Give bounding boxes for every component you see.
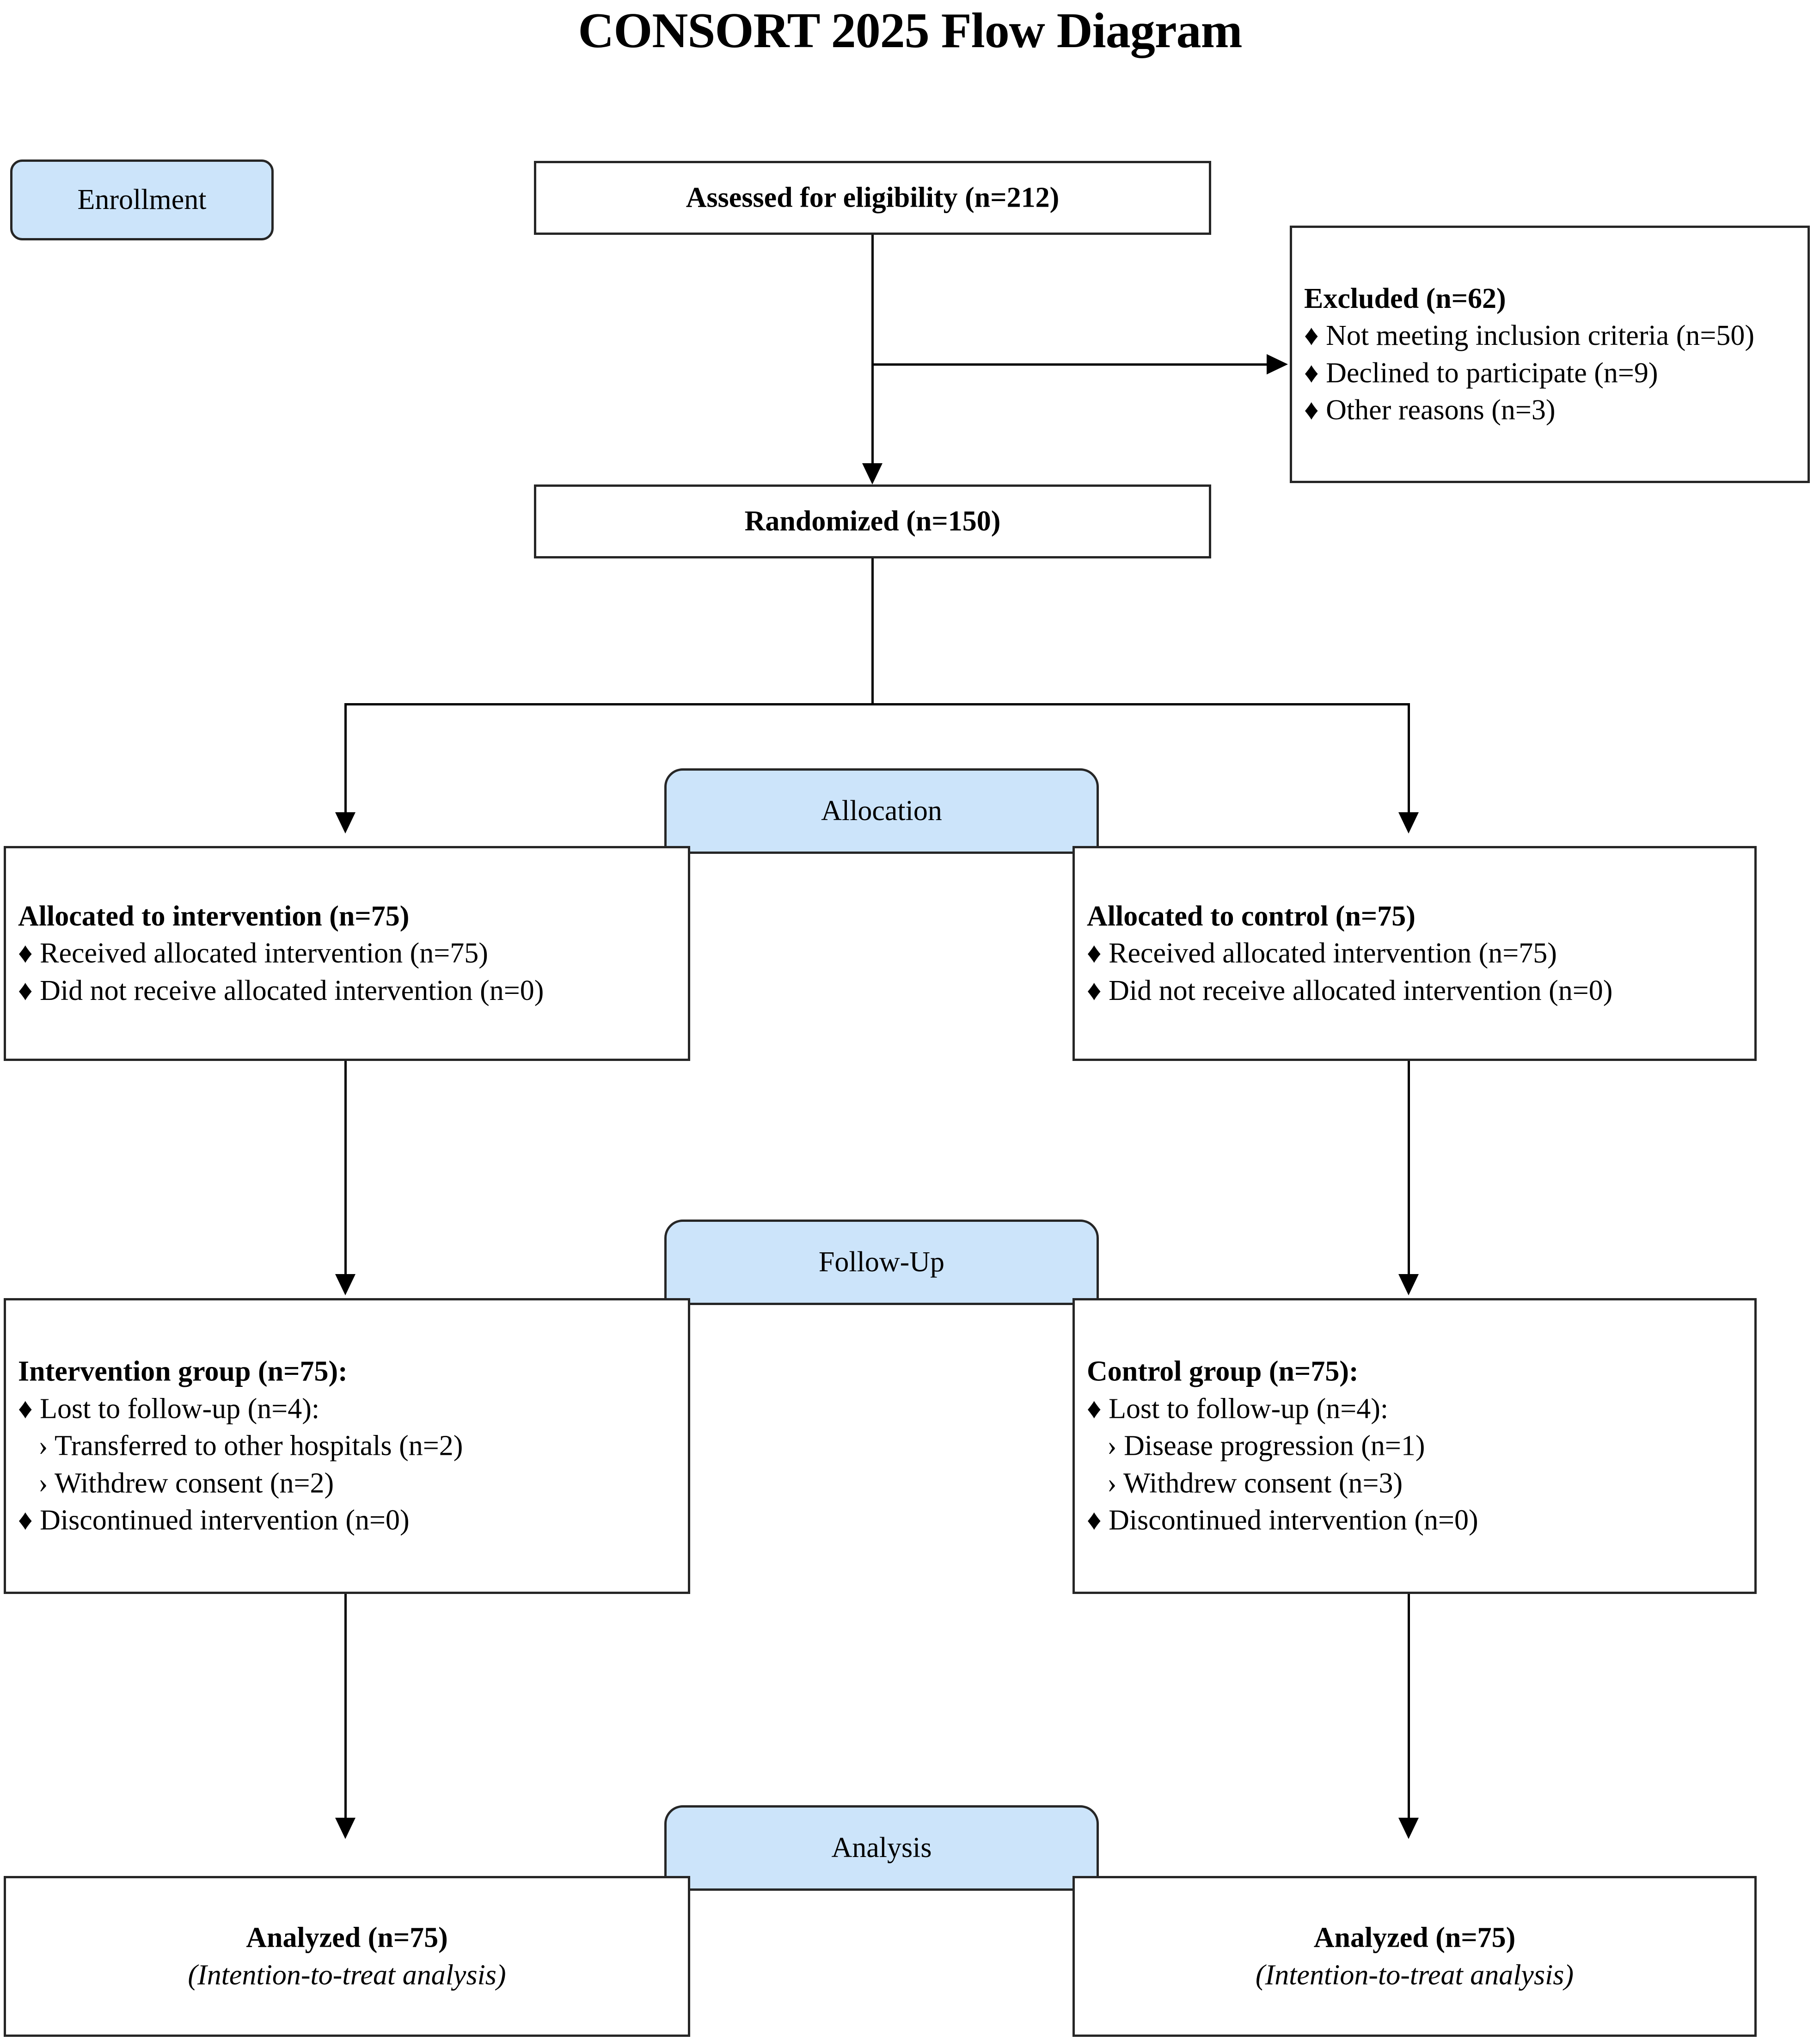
arrow-to-excluded <box>1267 354 1288 374</box>
box-excluded: Excluded (n=62) ♦ Not meeting inclusion … <box>1290 226 1810 483</box>
allocated-right-item: ♦ Did not receive allocated intervention… <box>1087 972 1742 1010</box>
followup-left-lost: ♦ Lost to follow-up (n=4): <box>18 1390 676 1428</box>
connector-followup-right-to-analysis <box>1408 1594 1410 1820</box>
followup-left-lost-reason: › Withdrew consent (n=2) <box>18 1465 676 1502</box>
allocated-left-item: ♦ Received allocated intervention (n=75) <box>18 935 676 972</box>
bullet-icon: ♦ <box>1087 1393 1102 1425</box>
subbullet-icon: › <box>1107 1467 1117 1499</box>
stage-label-followup-text: Follow-Up <box>818 1246 945 1278</box>
excluded-header: Excluded (n=62) <box>1304 282 1506 314</box>
arrow-followup-left-to-analysis <box>335 1818 355 1839</box>
allocated-right-item-text: Did not receive allocated intervention (… <box>1109 975 1613 1006</box>
box-assessed-for-eligibility: Assessed for eligibility (n=212) <box>534 161 1211 235</box>
assessed-label: Assessed for eligibility (n=212) <box>686 182 1060 214</box>
excluded-item: ♦ Not meeting inclusion criteria (n=50) <box>1304 317 1795 355</box>
followup-right-lost-reason: › Disease progression (n=1) <box>1087 1428 1742 1465</box>
followup-right-lost-reason-text: Disease progression (n=1) <box>1124 1430 1425 1462</box>
connector-followup-left-to-analysis <box>344 1594 347 1820</box>
arrow-followup-right-to-analysis <box>1398 1818 1419 1839</box>
followup-left-lost-reason: › Transferred to other hospitals (n=2) <box>18 1428 676 1465</box>
box-allocated-intervention: Allocated to intervention (n=75) ♦ Recei… <box>4 846 690 1061</box>
allocated-left-item: ♦ Did not receive allocated intervention… <box>18 972 676 1010</box>
stage-label-enrollment-text: Enrollment <box>77 184 207 215</box>
followup-left-lost-reason-text: Transferred to other hospitals (n=2) <box>55 1430 463 1462</box>
connector-allocation-left-to-followup <box>344 1061 347 1276</box>
analyzed-right-note: (Intention-to-treat analysis) <box>1255 1959 1574 1991</box>
bullet-icon: ♦ <box>18 1504 33 1536</box>
excluded-item: ♦ Other reasons (n=3) <box>1304 392 1795 429</box>
followup-right-lost-reason-text: Withdrew consent (n=3) <box>1123 1467 1403 1499</box>
followup-right-lost: ♦ Lost to follow-up (n=4): <box>1087 1390 1742 1428</box>
followup-right-discontinued: ♦ Discontinued intervention (n=0) <box>1087 1502 1742 1539</box>
bullet-icon: ♦ <box>1087 1504 1102 1536</box>
connector-randomized-left-drop <box>344 703 347 814</box>
excluded-item-text: Not meeting inclusion criteria (n=50) <box>1326 319 1754 351</box>
subbullet-icon: › <box>1107 1430 1117 1462</box>
excluded-item-text: Other reasons (n=3) <box>1326 394 1556 426</box>
stage-label-followup: Follow-Up <box>664 1220 1099 1305</box>
stage-label-allocation-text: Allocation <box>821 795 942 827</box>
analyzed-right-header: Analyzed (n=75) <box>1313 1922 1516 1954</box>
followup-left-discontinued: ♦ Discontinued intervention (n=0) <box>18 1502 676 1539</box>
stage-label-allocation: Allocation <box>664 768 1099 854</box>
allocated-right-item-text: Received allocated intervention (n=75) <box>1109 938 1557 969</box>
arrow-to-allocation-right <box>1398 812 1419 834</box>
stage-label-enrollment: Enrollment <box>10 159 274 240</box>
allocated-left-item-text: Did not receive allocated intervention (… <box>40 975 544 1006</box>
connector-randomized-trunk <box>871 558 874 705</box>
bullet-icon: ♦ <box>18 975 33 1006</box>
box-analyzed-control: Analyzed (n=75) (Intention-to-treat anal… <box>1072 1876 1757 2037</box>
connector-to-excluded <box>871 363 1269 366</box>
connector-randomized-right-drop <box>1408 703 1410 814</box>
box-randomized: Randomized (n=150) <box>534 484 1211 558</box>
followup-left-discontinued-text: Discontinued intervention (n=0) <box>40 1504 410 1536</box>
connector-allocation-right-to-followup <box>1408 1061 1410 1276</box>
box-followup-intervention: Intervention group (n=75): ♦ Lost to fol… <box>4 1298 690 1594</box>
analyzed-left-note: (Intention-to-treat analysis) <box>188 1959 506 1991</box>
allocated-left-header: Allocated to intervention (n=75) <box>18 900 410 932</box>
analyzed-left-header: Analyzed (n=75) <box>246 1922 448 1954</box>
stage-label-analysis-text: Analysis <box>831 1832 932 1863</box>
bullet-icon: ♦ <box>1087 975 1102 1006</box>
followup-right-header: Control group (n=75): <box>1087 1355 1359 1387</box>
followup-left-lost-text: Lost to follow-up (n=4): <box>40 1393 320 1425</box>
page-title: CONSORT 2025 Flow Diagram <box>578 3 1242 58</box>
bullet-icon: ♦ <box>1087 938 1102 969</box>
box-allocated-control: Allocated to control (n=75) ♦ Received a… <box>1072 846 1757 1061</box>
excluded-item-text: Declined to participate (n=9) <box>1326 357 1658 389</box>
arrow-allocation-right-to-followup <box>1398 1274 1419 1295</box>
bullet-icon: ♦ <box>1304 394 1319 426</box>
followup-left-lost-reason-text: Withdrew consent (n=2) <box>55 1467 334 1499</box>
bullet-icon: ♦ <box>18 1393 33 1425</box>
allocated-right-header: Allocated to control (n=75) <box>1087 900 1416 932</box>
excluded-item: ♦ Declined to participate (n=9) <box>1304 355 1795 392</box>
stage-label-analysis: Analysis <box>664 1805 1099 1891</box>
arrow-assessed-to-randomized <box>862 463 882 484</box>
arrow-allocation-left-to-followup <box>335 1274 355 1295</box>
subbullet-icon: › <box>38 1430 48 1462</box>
followup-right-lost-reason: › Withdrew consent (n=3) <box>1087 1465 1742 1502</box>
allocated-right-item: ♦ Received allocated intervention (n=75) <box>1087 935 1742 972</box>
followup-left-header: Intervention group (n=75): <box>18 1355 348 1387</box>
arrow-to-allocation-left <box>335 812 355 834</box>
followup-right-discontinued-text: Discontinued intervention (n=0) <box>1109 1504 1478 1536</box>
box-analyzed-intervention: Analyzed (n=75) (Intention-to-treat anal… <box>4 1876 690 2037</box>
followup-right-lost-text: Lost to follow-up (n=4): <box>1109 1393 1389 1425</box>
connector-assessed-to-randomized <box>871 235 874 471</box>
connector-randomized-split <box>344 703 1410 705</box>
subbullet-icon: › <box>38 1467 48 1499</box>
randomized-label: Randomized (n=150) <box>744 505 1001 537</box>
bullet-icon: ♦ <box>18 938 33 969</box>
allocated-left-item-text: Received allocated intervention (n=75) <box>40 938 488 969</box>
bullet-icon: ♦ <box>1304 319 1319 351</box>
box-followup-control: Control group (n=75): ♦ Lost to follow-u… <box>1072 1298 1757 1594</box>
bullet-icon: ♦ <box>1304 357 1319 389</box>
